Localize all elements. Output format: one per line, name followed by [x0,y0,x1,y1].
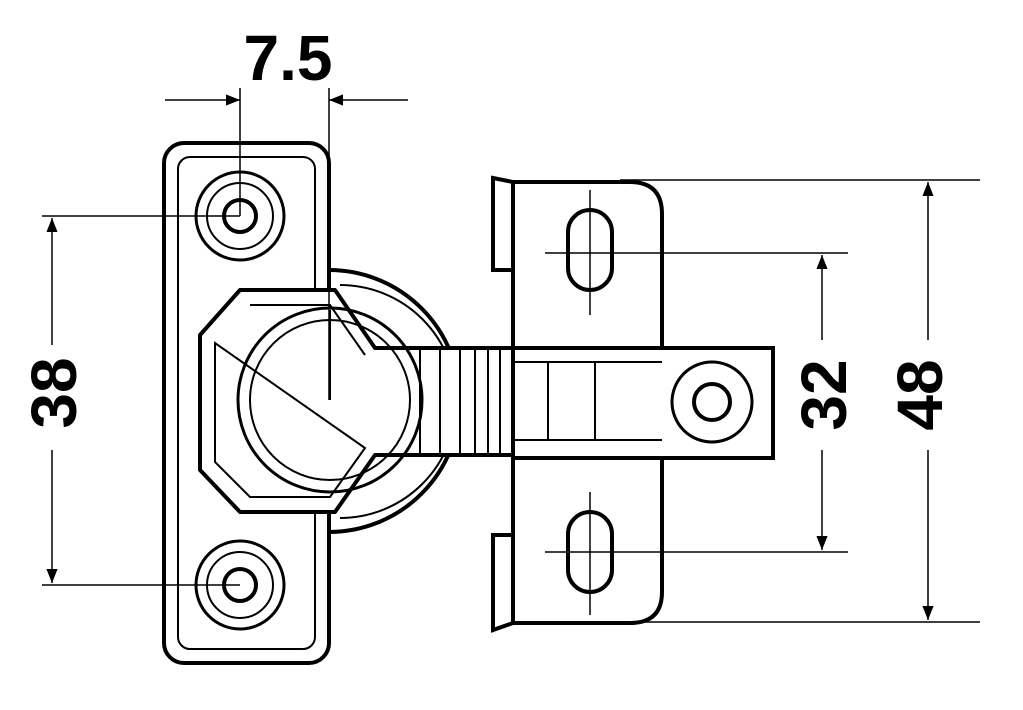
adjustment-screw [670,360,754,444]
mounting-plate-lower-wing [491,438,664,633]
dimension-label-48: 48 [884,359,956,430]
dimension-7-5 [165,88,408,400]
dimension-label-38: 38 [18,357,90,428]
mounting-plate-upper-wing [491,175,664,364]
hinge-arm [198,288,662,514]
dimension-label-32: 32 [788,359,860,430]
mounting-arm-tongue [511,346,775,460]
dimension-38 [42,215,240,586]
dimension-32 [545,252,848,553]
dimension-48 [620,179,980,623]
dimension-label-7-5: 7.5 [244,22,333,94]
